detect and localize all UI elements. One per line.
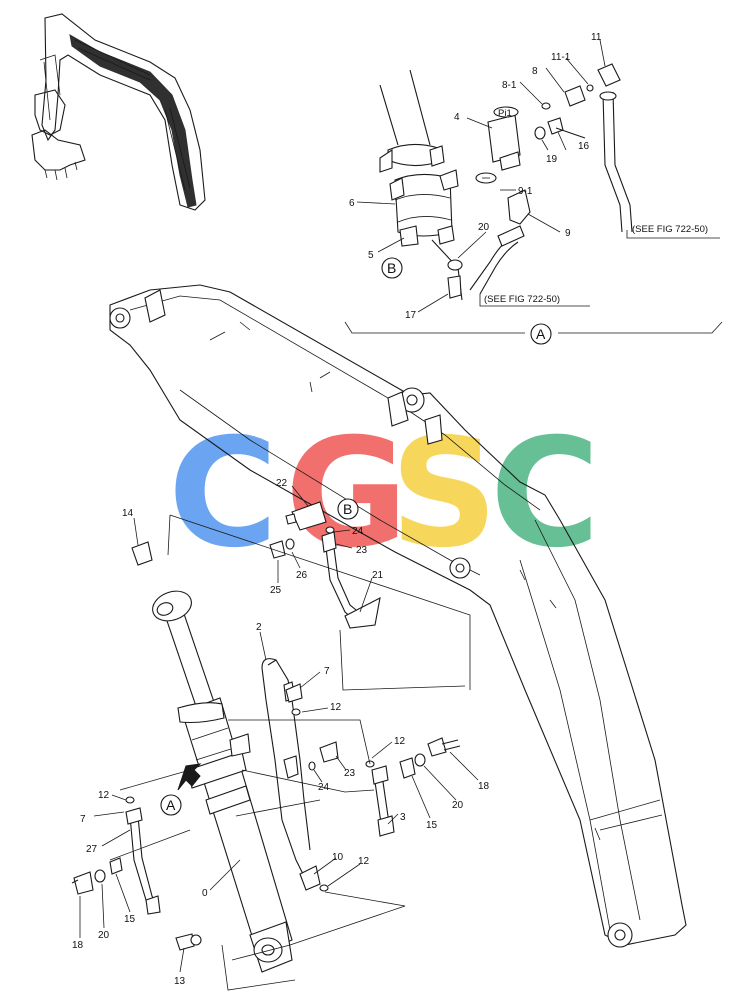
label-19: 19 [546, 154, 558, 165]
label-12-mid: 12 [394, 736, 406, 747]
label-15-mid: 15 [426, 820, 438, 831]
label-20-lower: 20 [98, 930, 110, 941]
excavator-thumbnail [31, 13, 206, 211]
label-12-left: 12 [98, 790, 110, 801]
see-fig-lower: (SEE FIG 722-50) [484, 294, 560, 305]
label-25: 25 [270, 585, 282, 596]
label-20-mid: 20 [452, 800, 464, 811]
label-9: 9 [565, 228, 571, 239]
watermark-letter-1: C [168, 407, 278, 581]
valve-mark: Pi1 [498, 108, 512, 119]
callout-a-main: A [166, 797, 176, 813]
label-20-detail: 20 [478, 222, 490, 233]
label-23-upper: 23 [356, 545, 368, 556]
label-10: 10 [332, 852, 344, 863]
label-5: 5 [368, 250, 374, 261]
detail-a: Pi1 A (SEE FIG 722-50) (SEE FIG 722-50) [344, 39, 723, 345]
label-12-right: 12 [358, 856, 370, 867]
detail-a-circle-label: A [536, 326, 546, 342]
boom [109, 284, 687, 948]
label-24-mid: 24 [318, 782, 330, 793]
label-7-upper: 7 [324, 666, 330, 677]
label-22: 22 [276, 478, 288, 489]
label-15-lower: 15 [124, 914, 136, 925]
label-17: 17 [405, 310, 417, 321]
part-labels: 11 11-1 8 8-1 4 16 19 9-1 9 6 20 5 17 22… [72, 32, 602, 987]
label-27: 27 [86, 844, 98, 855]
label-12-upper: 12 [330, 702, 342, 713]
watermark: C G S C [168, 407, 600, 581]
watermark-letter-3: S [390, 407, 498, 581]
label-8-1: 8-1 [502, 80, 517, 91]
label-6: 6 [349, 198, 355, 209]
label-18-lower: 18 [72, 940, 84, 951]
label-11: 11 [591, 32, 602, 43]
label-16: 16 [578, 141, 590, 152]
label-7-left: 7 [80, 814, 86, 825]
label-14: 14 [122, 508, 134, 519]
watermark-letter-2: G [285, 407, 408, 581]
label-26: 26 [296, 570, 308, 581]
label-18-upper: 18 [478, 781, 490, 792]
main-piping: B A [71, 485, 479, 991]
see-fig-right: (SEE FIG 722-50) [632, 224, 708, 235]
label-11-1: 11-1 [551, 52, 571, 63]
label-13: 13 [174, 976, 186, 987]
label-4: 4 [454, 112, 460, 123]
label-9-1: 9-1 [518, 186, 533, 197]
label-24-upper: 24 [352, 526, 364, 537]
label-21: 21 [372, 570, 384, 581]
label-8: 8 [532, 66, 538, 77]
label-23-mid: 23 [344, 768, 356, 779]
boom-cylinder [152, 590, 293, 973]
callout-b-main: B [343, 501, 352, 517]
watermark-letter-4: C [490, 407, 600, 581]
label-0: 0 [202, 888, 208, 899]
label-3: 3 [400, 812, 406, 823]
label-2: 2 [256, 622, 262, 633]
callout-b-detail: B [387, 260, 396, 276]
